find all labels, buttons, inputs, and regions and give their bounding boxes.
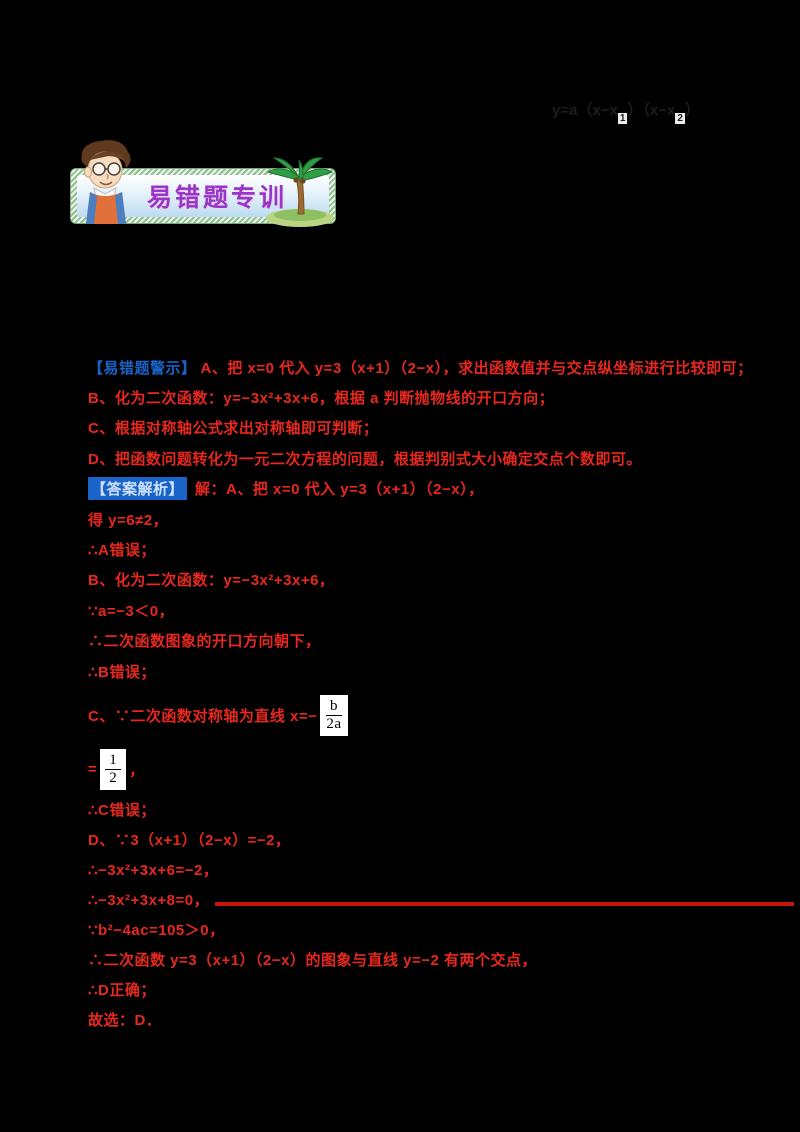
fraction-b-over-2a: b 2a	[320, 694, 348, 737]
fraction-denominator: 2a	[326, 715, 342, 732]
solution-line: ∴B错误；	[88, 663, 156, 681]
solution-line: ∴C错误；	[88, 801, 156, 819]
formula-subscript-2: 2	[675, 113, 685, 124]
fraction-line-prefix: =	[88, 760, 98, 778]
solution-line-text: ∴−3x²+3x+8=0，	[88, 891, 210, 909]
solution-line: ∴−3x²+3x+6=−2，	[88, 861, 219, 879]
solution-line-with-rule: ∴−3x²+3x+8=0，	[88, 884, 794, 914]
analysis-label: 【答案解析】	[88, 477, 188, 501]
solution-line: ∴D正确；	[88, 981, 156, 999]
warning-label: 【易错题警示】	[88, 359, 197, 377]
warning-item: B、化为二次函数：y=−3x²+3x+6，根据 a 判断抛物线的开口方向；	[88, 390, 555, 408]
solution-line: B、化为二次函数：y=−3x²+3x+6，	[88, 572, 335, 590]
solution-line: 得 y=6≠2，	[88, 511, 169, 529]
analysis-intro-text: 解：A、把 x=0 代入 y=3（x+1）（2−x），	[195, 481, 484, 499]
fraction-line-prefix: C、∵二次函数对称轴为直线 x=−	[88, 707, 318, 725]
formula-part: ）	[684, 102, 700, 119]
solution-line-fraction: C、∵二次函数对称轴为直线 x=− b 2a	[88, 686, 794, 744]
cartoon-boy-icon	[81, 140, 131, 224]
warning-item: D、把函数问题转化为一元二次方程的问题，根据判别式大小确定交点个数即可。	[88, 450, 642, 468]
formula-part: y=a（x−x	[552, 102, 618, 119]
warning-intro-text: A、把 x=0 代入 y=3（x+1）（2−x），求出函数值并与交点纵坐标进行比…	[200, 359, 753, 377]
fraction-denominator: 2	[109, 769, 118, 786]
analysis-line: 【答案解析】 解：A、把 x=0 代入 y=3（x+1）（2−x），	[88, 474, 794, 504]
solution-line: ∴二次函数 y=3（x+1）（2−x）的图象与直线 y=−2 有两个交点，	[88, 951, 538, 969]
banner-title: 易错题专训	[146, 184, 287, 212]
answer-line: 故选：D．	[88, 1011, 162, 1029]
warning-item: C、根据对称轴公式求出对称轴即可判断；	[88, 420, 379, 438]
warning-line: 【易错题警示】 A、把 x=0 代入 y=3（x+1）（2−x），求出函数值并与…	[88, 352, 794, 382]
solution-line: ∵b²−4ac=105＞0，	[88, 921, 225, 939]
formula-subscript-1: 1	[617, 113, 628, 124]
formula-part: ）（x−x	[627, 102, 676, 119]
palm-tree-icon	[266, 157, 334, 227]
solution-line: ∴二次函数图象的开口方向朝下，	[88, 633, 321, 651]
solution-line: ∵a=−3＜0，	[88, 602, 175, 620]
document-content: 【易错题警示】 A、把 x=0 代入 y=3（x+1）（2−x），求出函数值并与…	[88, 352, 794, 1034]
solution-line-fraction: = 1 2 ，	[88, 744, 794, 794]
fraction-numerator: 1	[105, 752, 122, 770]
fraction-numerator: b	[325, 698, 342, 716]
fraction-line-suffix: ，	[129, 761, 145, 779]
red-horizontal-rule	[215, 902, 794, 907]
solution-line: D、∵3（x+1）（2−x）=−2，	[88, 831, 291, 849]
solution-line: ∴A错误；	[88, 542, 156, 560]
fraction-one-half: 1 2	[100, 748, 127, 791]
